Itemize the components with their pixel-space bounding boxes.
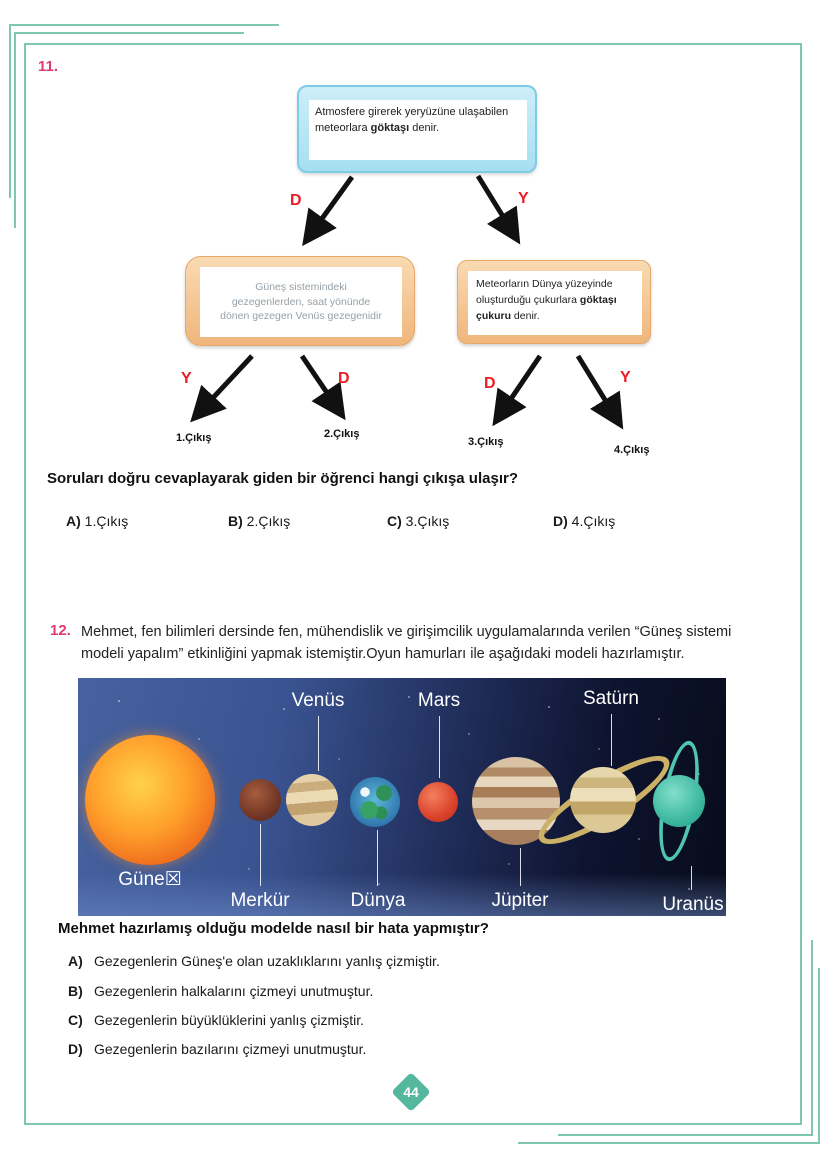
solar-system-model-image: Venüs Mars Satürn Güne☒ Merkür Dünya Jüp… <box>78 678 726 916</box>
label-mercury: Merkür <box>230 890 290 911</box>
q11-option-d-label: 4.Çıkış <box>571 513 616 529</box>
root-text-pre: Atmosfere girerek yeryüzüne ulaşabilen m… <box>315 106 509 134</box>
flowchart-right-box: Meteorların Dünya yüzeyinde oluşturduğu … <box>457 260 651 344</box>
planet-jupiter <box>472 757 560 845</box>
pointer-line-venus <box>318 716 319 771</box>
q12-option-a-text: Gezegenlerin Güneş'e olan uzaklıklarını … <box>94 953 440 969</box>
label-venus: Venüs <box>291 690 345 711</box>
q11-option-a-letter: A) <box>66 513 81 529</box>
page-border-deco <box>811 940 813 1136</box>
page-border-deco <box>818 968 820 1144</box>
root-text-bold: göktaşı <box>370 121 410 134</box>
question-12-number: 12. <box>50 622 71 639</box>
exit-1: 1.Çıkış <box>176 432 212 444</box>
exit-2: 2.Çıkış <box>324 428 360 440</box>
branch-label-d2: D <box>338 370 350 387</box>
sun-model <box>85 735 215 865</box>
page-border-deco <box>518 1142 820 1144</box>
right-text-bold: göktaşı çukuru <box>476 293 617 322</box>
q12-option-a: A) Gezegenlerin Güneş'e olan uzaklıkların… <box>68 953 440 969</box>
q11-option-b: B) 2.Çıkış <box>228 513 290 529</box>
page-number-badge: 44 <box>391 1072 431 1112</box>
branch-label-y2: Y <box>181 370 192 387</box>
pointer-line-earth <box>377 830 378 886</box>
q11-option-d-letter: D) <box>553 513 568 529</box>
q11-option-b-label: 2.Çıkış <box>246 513 291 529</box>
q12-option-c-letter: C) <box>68 1012 83 1028</box>
root-text-post: denir. <box>409 121 440 134</box>
question-11-text: Soruları doğru cevaplayarak giden bir öğ… <box>47 470 518 487</box>
pointer-line-mercury <box>260 824 261 886</box>
pointer-line-jupiter <box>520 848 521 886</box>
page-border-deco <box>14 32 16 228</box>
q12-option-b: B) Gezegenlerin halkalarını çizmeyi unutm… <box>68 983 373 999</box>
planet-mars <box>418 782 458 822</box>
branch-label-y3: Y <box>620 369 631 386</box>
q12-option-d-letter: D) <box>68 1041 83 1057</box>
label-earth: Dünya <box>350 890 406 911</box>
q11-option-c: C) 3.Çıkış <box>387 513 449 529</box>
page-number: 44 <box>403 1084 419 1100</box>
planet-earth <box>350 777 400 827</box>
branch-label-d3: D <box>484 375 496 392</box>
label-sun: Güne☒ <box>118 869 182 890</box>
pointer-line-saturn <box>611 714 612 766</box>
question-11-number: 11. <box>38 58 59 75</box>
pointer-line-uranus <box>691 866 692 890</box>
q11-option-d: D) 4.Çıkış <box>553 513 615 529</box>
q12-option-a-letter: A) <box>68 953 83 969</box>
q11-option-b-letter: B) <box>228 513 243 529</box>
page-border-deco <box>14 32 244 34</box>
flowchart-arrows <box>190 174 624 430</box>
q12-option-b-text: Gezegenlerin halkalarını çizmeyi unutmuş… <box>94 983 374 999</box>
left-box-text: Güneş sistemindeki gezegenlerden, saat y… <box>220 280 382 323</box>
label-uranus: Uranüs <box>662 894 724 915</box>
flowchart-left-text: Güneş sistemindeki gezegenlerden, saat y… <box>200 267 402 337</box>
planet-mercury <box>239 779 281 821</box>
q12-option-d: D) Gezegenlerin bazılarını çizmeyi unutmu… <box>68 1041 366 1057</box>
flowchart-root-text: Atmosfere girerek yeryüzüne ulaşabilen m… <box>309 100 527 160</box>
page-border-deco <box>9 24 11 198</box>
right-text-post: denir. <box>511 309 540 322</box>
planet-uranus <box>653 775 705 827</box>
branch-label-d1: D <box>290 192 302 209</box>
branch-label-y1: Y <box>518 190 529 207</box>
q12-option-c: C) Gezegenlerin büyüklüklerini yanlış çiz… <box>68 1012 364 1028</box>
question-12-text: Mehmet hazırlamış olduğu modelde nasıl b… <box>58 920 489 937</box>
flowchart-right-text: Meteorların Dünya yüzeyinde oluşturduğu … <box>468 271 642 335</box>
pointer-line-mars <box>439 716 440 778</box>
page-border-deco <box>558 1134 813 1136</box>
q12-option-d-text: Gezegenlerin bazılarını çizmeyi unutmuşt… <box>94 1041 367 1057</box>
exit-4: 4.Çıkış <box>614 444 650 456</box>
planet-venus <box>286 774 338 826</box>
page-border-deco <box>9 24 279 26</box>
exit-3: 3.Çıkış <box>468 436 504 448</box>
label-mars: Mars <box>417 690 461 711</box>
q11-option-a-label: 1.Çıkış <box>84 513 129 529</box>
flowchart-root-box: Atmosfere girerek yeryüzüne ulaşabilen m… <box>297 85 537 173</box>
right-text-pre: Meteorların Dünya yüzeyinde oluşturduğu … <box>476 278 613 306</box>
flowchart-left-box: Güneş sistemindeki gezegenlerden, saat y… <box>185 256 415 346</box>
q11-option-c-label: 3.Çıkış <box>405 513 450 529</box>
q11-option-a: A) 1.Çıkış <box>66 513 128 529</box>
q11-option-c-letter: C) <box>387 513 402 529</box>
q12-option-c-text: Gezegenlerin büyüklüklerini yanlış çizmi… <box>94 1012 364 1028</box>
planet-saturn <box>570 767 636 833</box>
stars-decoration <box>78 678 80 680</box>
page-main-border <box>24 43 802 1125</box>
q12-option-b-letter: B) <box>68 983 83 999</box>
label-jupiter: Jüpiter <box>491 890 549 911</box>
label-saturn: Satürn <box>583 688 639 709</box>
question-12-intro: Mehmet, fen bilimleri dersinde fen, mühe… <box>81 624 732 662</box>
